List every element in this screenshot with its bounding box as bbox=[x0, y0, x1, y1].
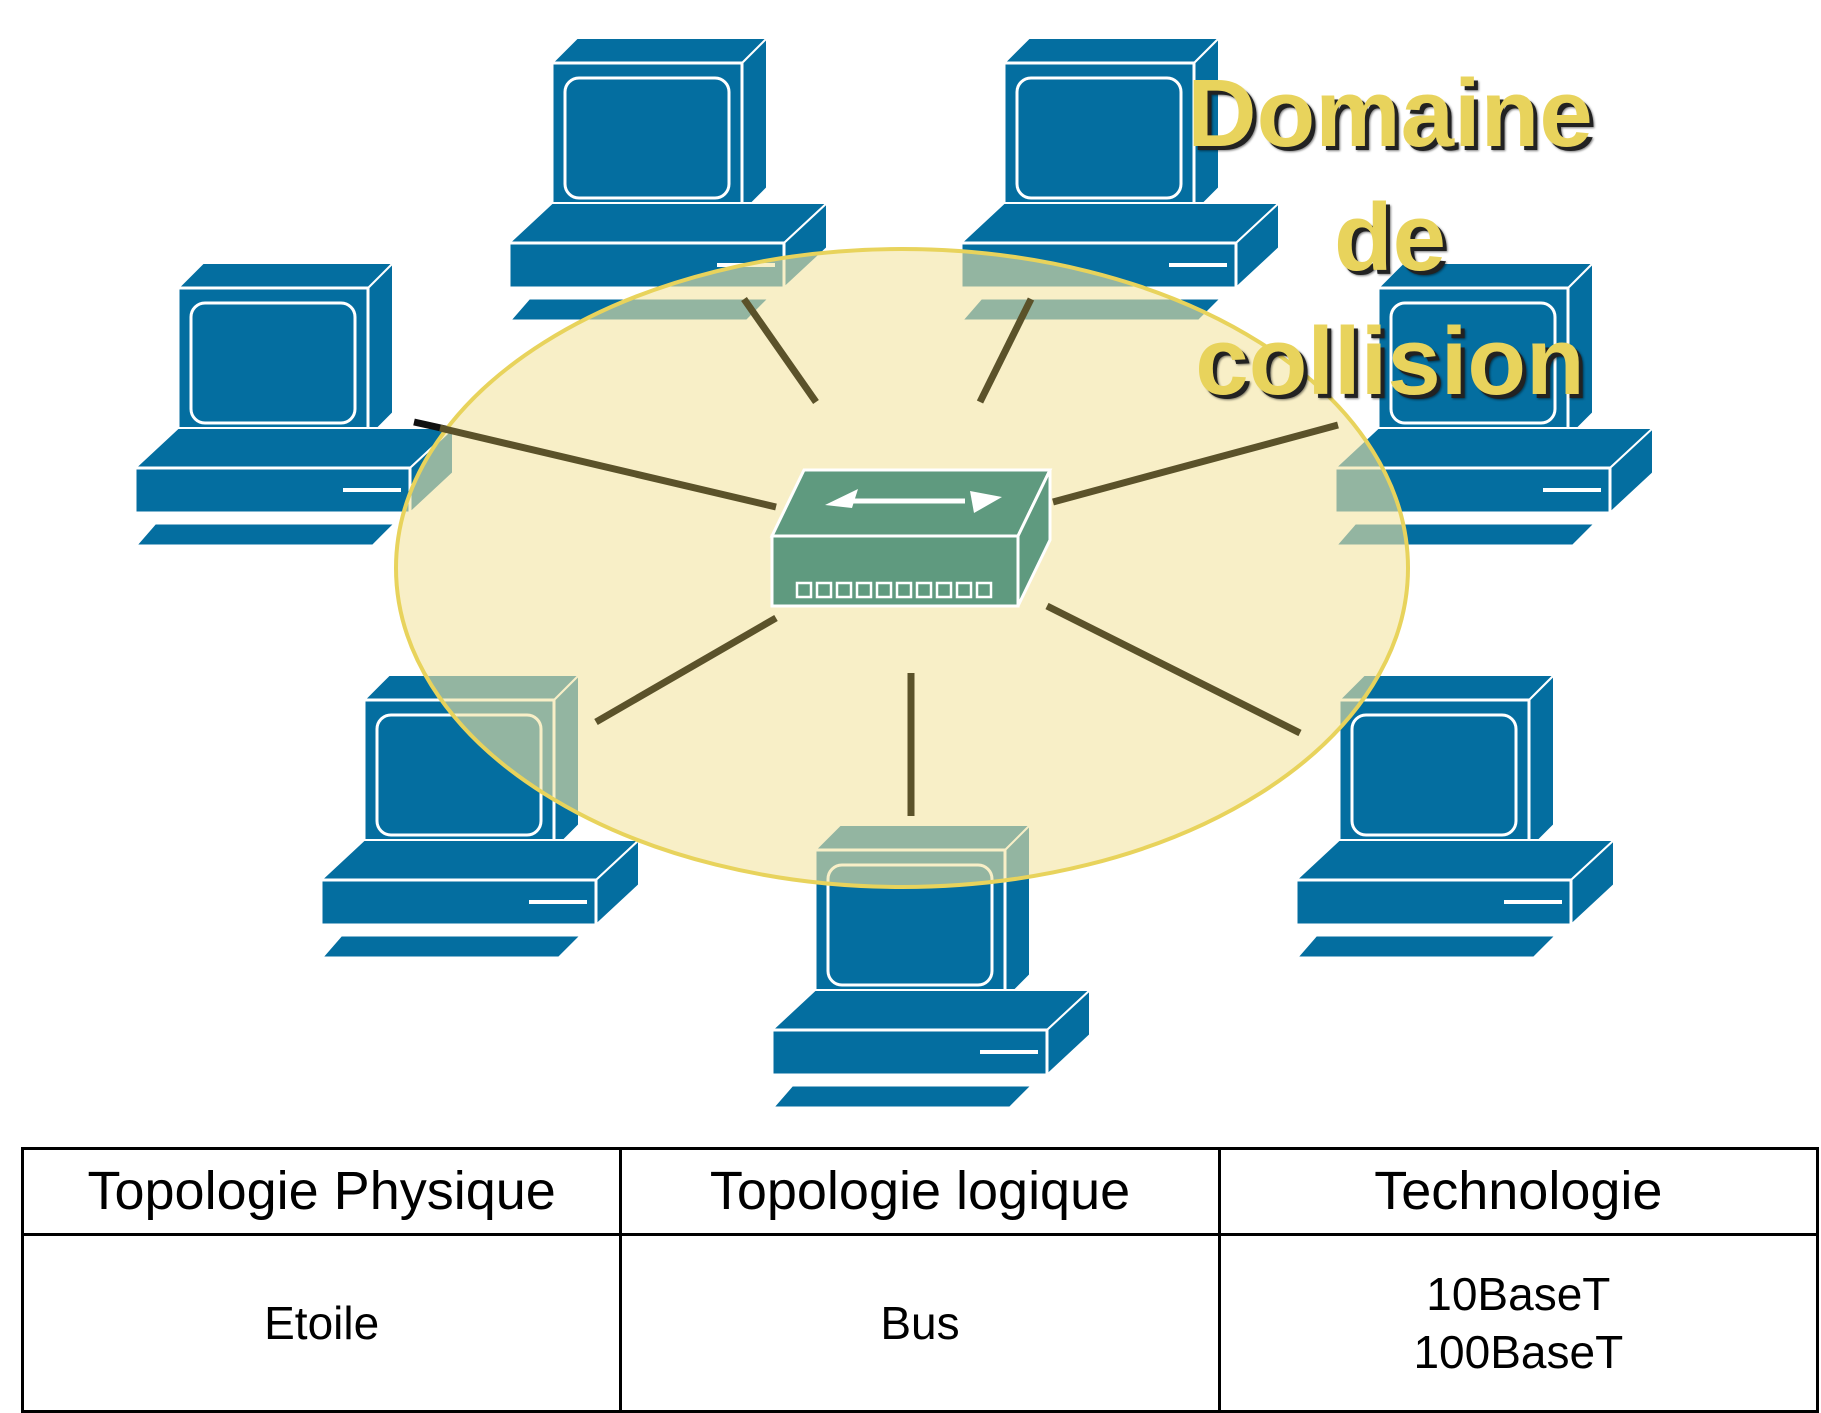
title-line: de bbox=[1333, 184, 1447, 291]
hub-ports bbox=[795, 581, 993, 599]
cables bbox=[439, 296, 1339, 816]
cell-technology: 10BaseT 100BaseT bbox=[1217, 1232, 1820, 1413]
title-line: Domaine bbox=[1187, 60, 1593, 167]
topology-table: Topologie Physique Topologie logique Tec… bbox=[20, 1147, 1820, 1413]
technology-value: 100BaseT bbox=[1413, 1325, 1624, 1378]
cell-physical-topology: Etoile bbox=[20, 1232, 623, 1413]
hub-icon[interactable] bbox=[769, 468, 1053, 608]
technology-value: 10BaseT bbox=[1426, 1267, 1611, 1320]
header-technology: Technologie bbox=[1217, 1147, 1820, 1236]
double-arrow-icon bbox=[825, 489, 1002, 513]
header-physical-topology: Topologie Physique bbox=[20, 1147, 623, 1236]
network-diagram bbox=[133, 36, 1655, 1110]
collision-domain-title: Domaine de collision bbox=[1130, 52, 1650, 424]
table-header-row: Topologie Physique Topologie logique Tec… bbox=[20, 1147, 1820, 1236]
table-row: Etoile Bus 10BaseT 100BaseT bbox=[20, 1232, 1820, 1413]
title-line: collision bbox=[1195, 308, 1585, 415]
cell-logical-topology: Bus bbox=[619, 1232, 1221, 1413]
header-logical-topology: Topologie logique bbox=[619, 1147, 1221, 1236]
